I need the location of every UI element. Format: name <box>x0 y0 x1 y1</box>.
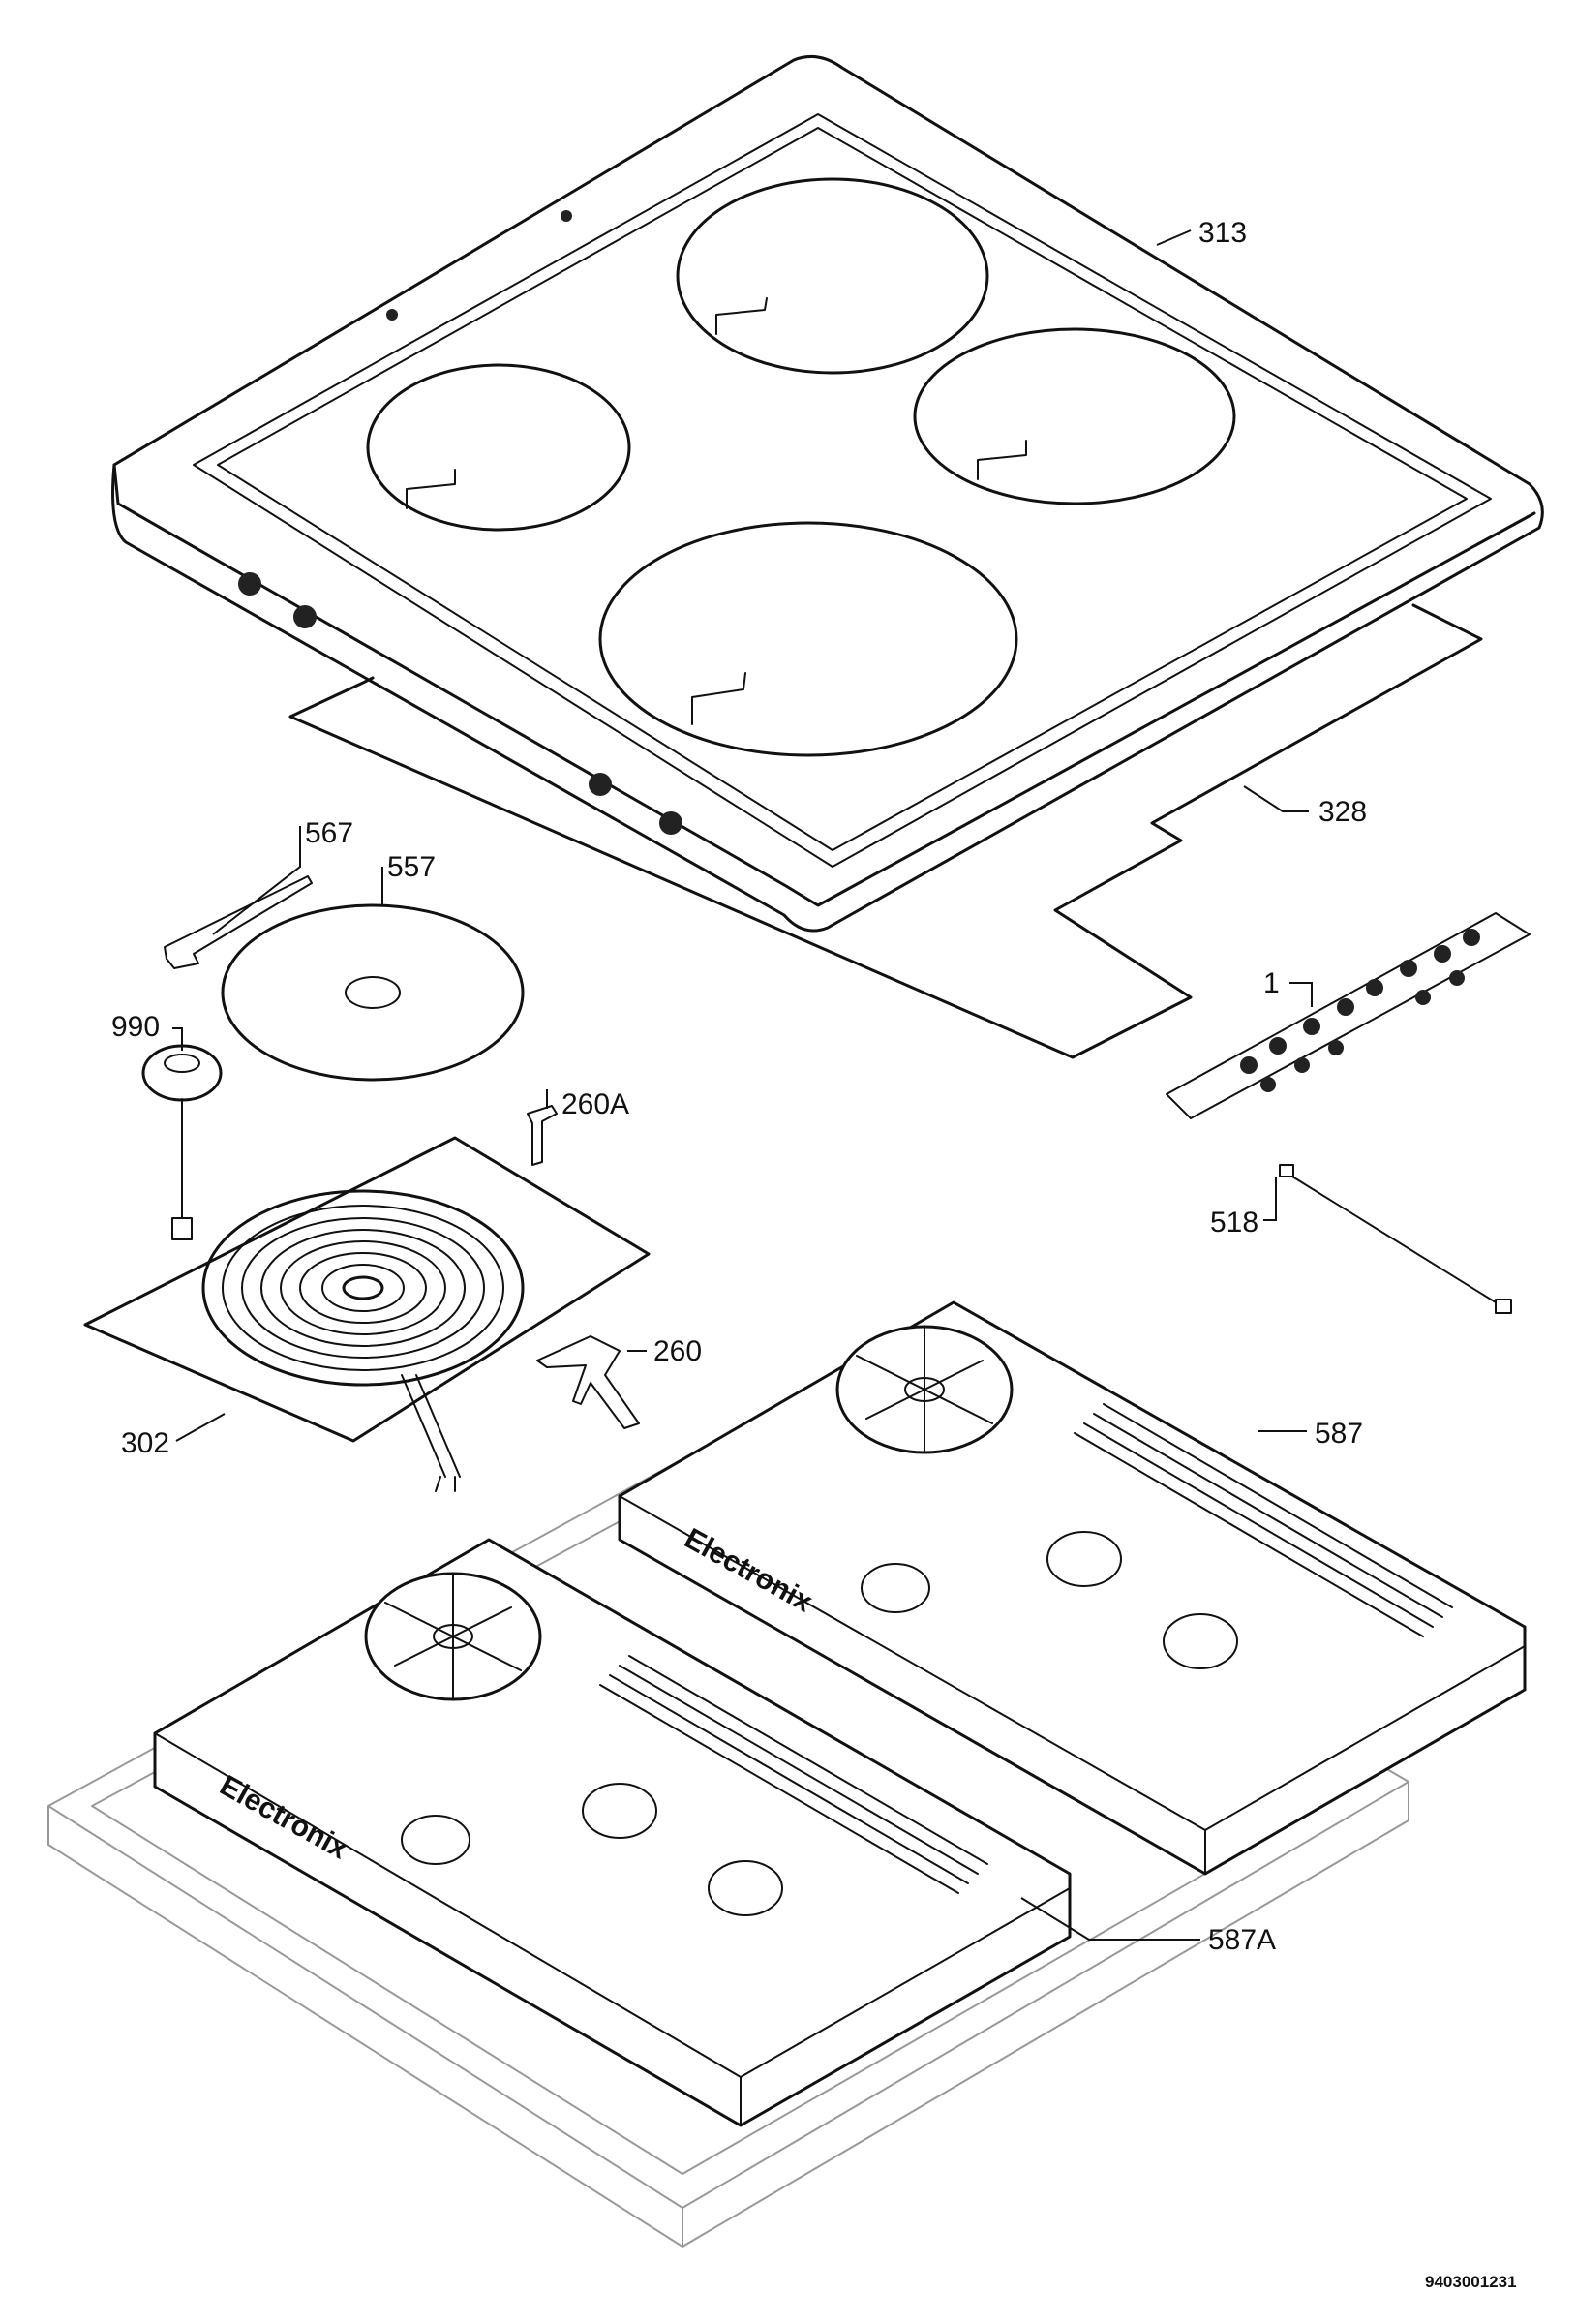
induction-module-587A <box>153 1538 1072 2127</box>
callout-260A: 260A <box>561 1088 629 1120</box>
pin-260A <box>527 1105 558 1166</box>
spring-clip-567 <box>164 875 313 969</box>
control-board-1 <box>1166 912 1531 1119</box>
callout-587: 587 <box>1315 1418 1363 1450</box>
drawing-code: 9403001231 <box>1425 2273 1517 2291</box>
heating-element-302 <box>83 1136 651 1492</box>
induction-module-587 <box>618 1300 1527 1876</box>
cooktop-glass-313 <box>111 54 1544 933</box>
callout-990: 990 <box>111 1011 160 1043</box>
callout-557: 557 <box>387 851 436 883</box>
callout-567: 567 <box>305 817 353 849</box>
insulation-disc-557 <box>221 903 525 1082</box>
cable-518 <box>1279 1164 1512 1314</box>
leader-lines <box>172 229 1313 1941</box>
callout-313: 313 <box>1198 217 1247 249</box>
bracket-260 <box>536 1335 640 1429</box>
callout-328: 328 <box>1318 796 1367 828</box>
callout-1: 1 <box>1263 967 1280 999</box>
callout-302: 302 <box>121 1427 169 1459</box>
callout-587A: 587A <box>1208 1924 1276 1956</box>
callout-518: 518 <box>1210 1207 1258 1238</box>
gasket-328 <box>288 603 1483 1059</box>
callout-260: 260 <box>653 1335 702 1367</box>
temperature-sensor-990 <box>141 1044 223 1240</box>
